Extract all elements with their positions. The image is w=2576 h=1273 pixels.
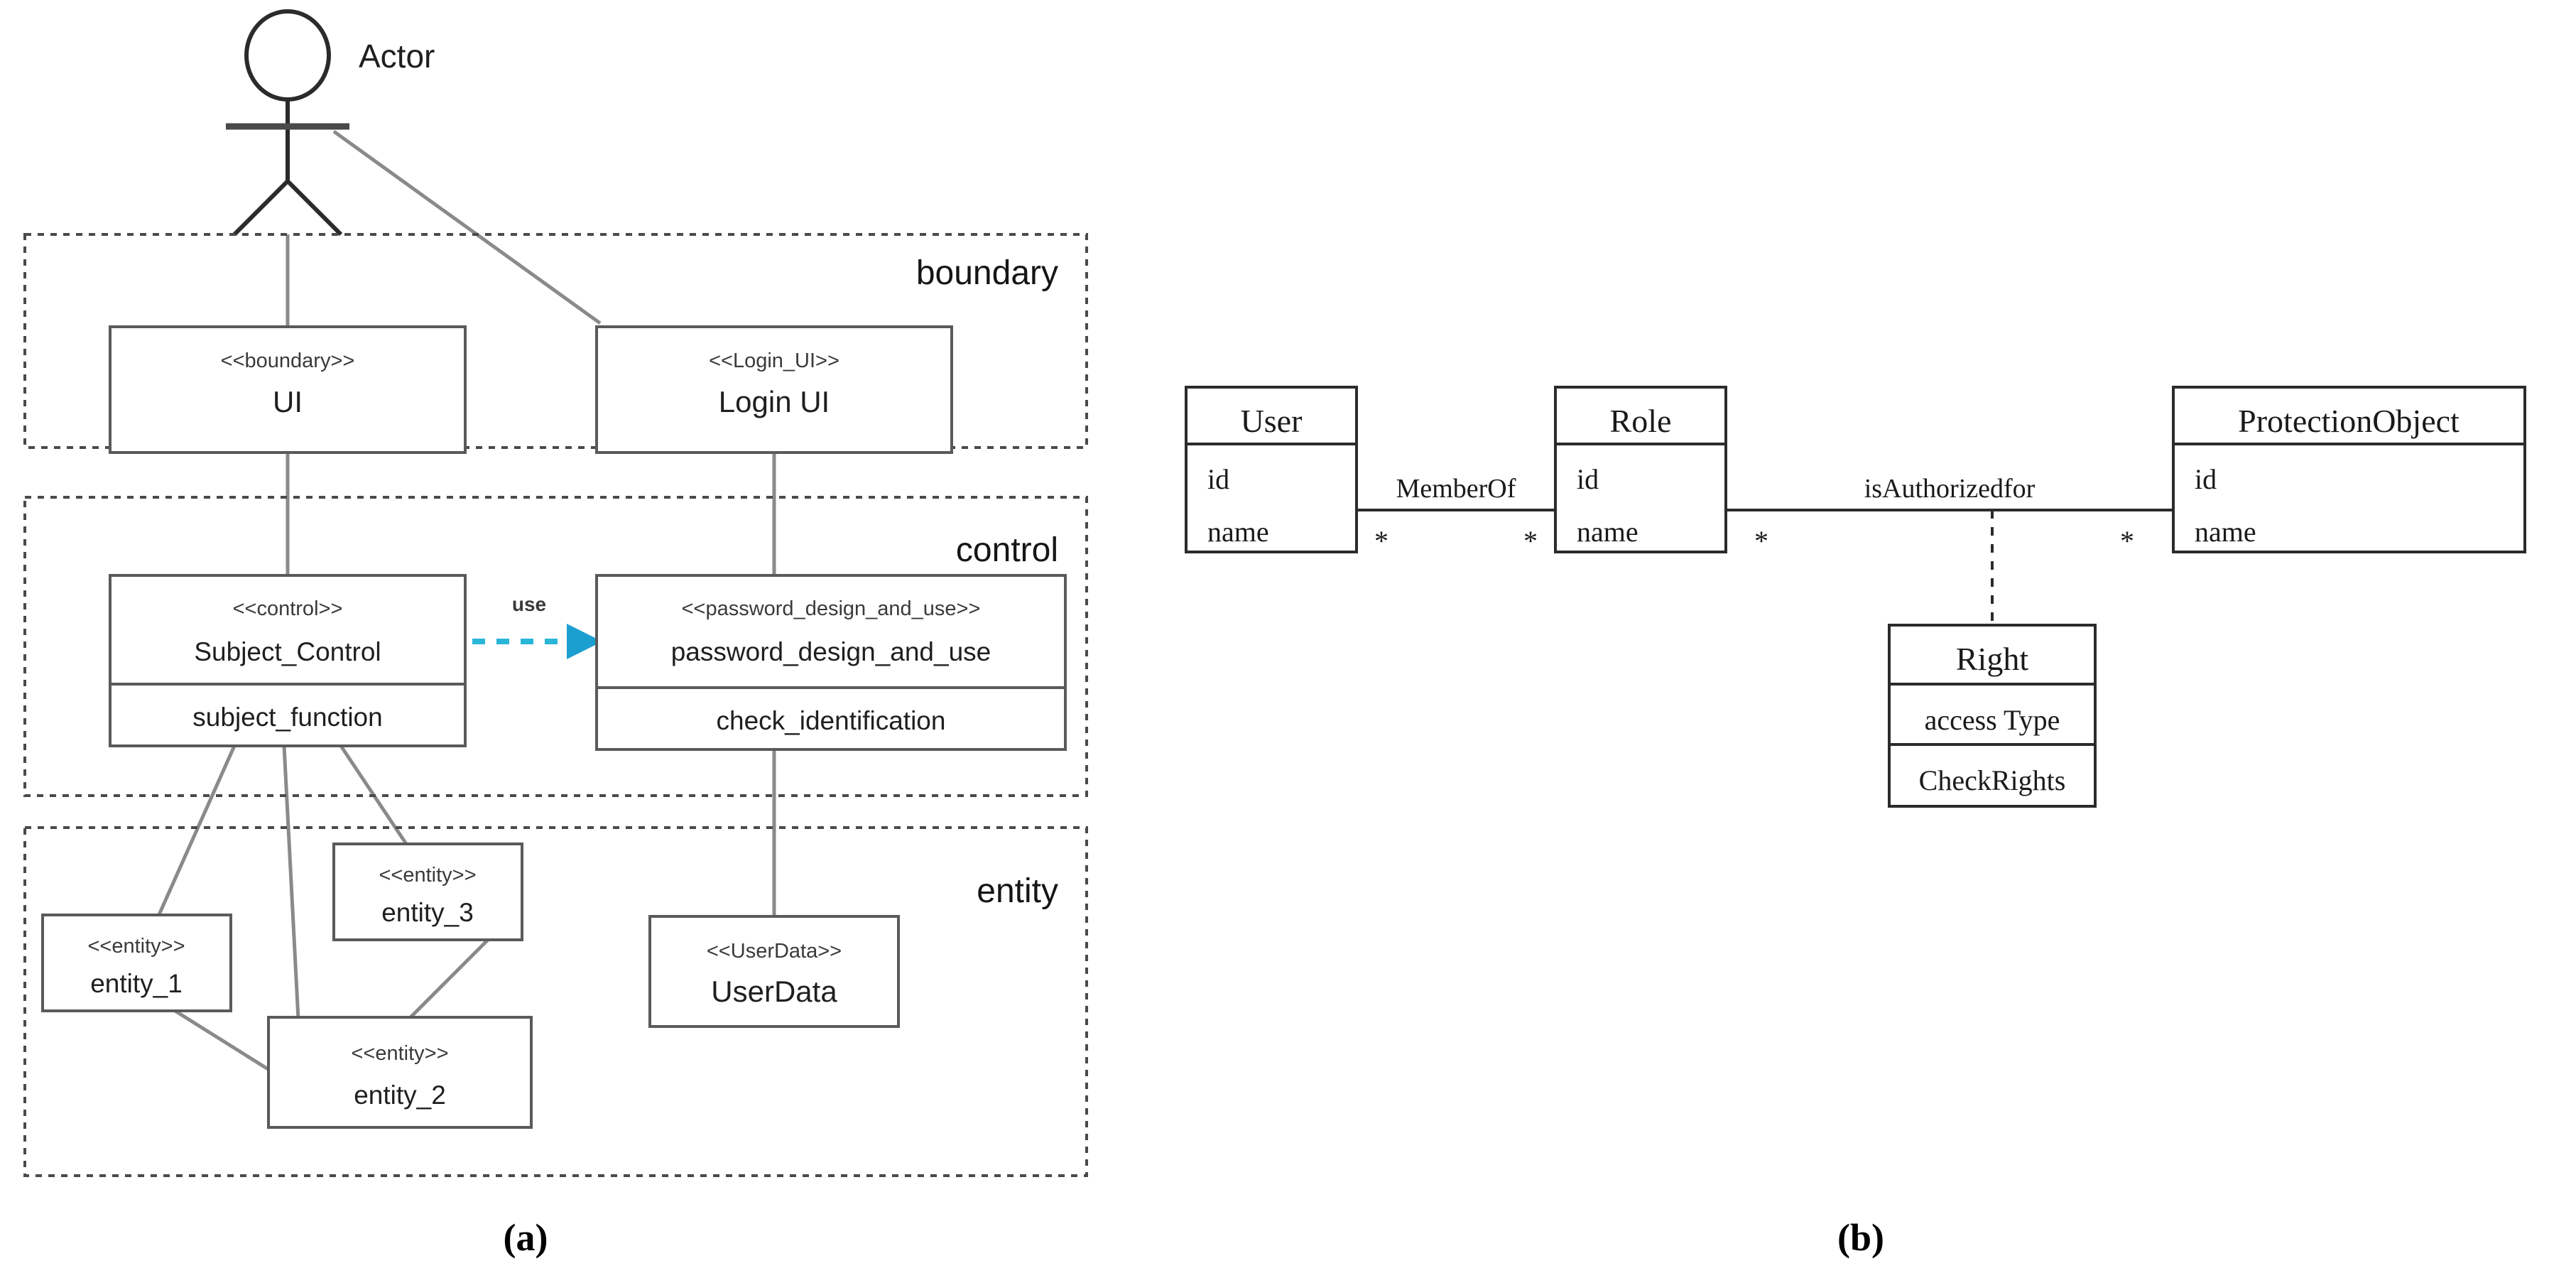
actor-leg-right-icon bbox=[286, 179, 343, 237]
class-right[interactable]: Right access Type CheckRights bbox=[1888, 624, 2097, 808]
class-user-attribute-0: id bbox=[1207, 463, 1229, 495]
class-user-data-frame bbox=[648, 915, 900, 1028]
actor-figure[interactable]: Actor bbox=[226, 9, 435, 237]
class-user-data-name: UserData bbox=[711, 975, 837, 1008]
package-control[interactable]: control bbox=[23, 496, 1088, 797]
class-role-attribute-0: id bbox=[1577, 463, 1599, 495]
class-protection-object-attribute-1: name bbox=[2195, 516, 2256, 548]
class-ui-frame bbox=[109, 325, 467, 454]
class-password-design-and-use[interactable]: <<password_design_and_use>> password_des… bbox=[595, 574, 1067, 751]
class-ui[interactable]: <<boundary>> UI bbox=[109, 325, 467, 454]
class-login-ui[interactable]: <<Login_UI>> Login UI bbox=[595, 325, 953, 454]
class-ui-stereotype: <<boundary>> bbox=[221, 350, 355, 372]
class-entity-2[interactable]: <<entity>> entity_2 bbox=[267, 1016, 533, 1129]
assoc-memberof-mult-from: * bbox=[1374, 525, 1388, 557]
class-password-design-and-use-stereotype: <<password_design_and_use>> bbox=[682, 597, 981, 620]
class-entity-1[interactable]: <<entity>> entity_1 bbox=[41, 914, 232, 1012]
actor-label: Actor bbox=[359, 38, 435, 75]
caption-a: (a) bbox=[504, 1216, 548, 1259]
assoc-memberof-mult-to: * bbox=[1523, 525, 1538, 557]
assoc-isauthorizedfor-mult-to: * bbox=[2120, 525, 2134, 557]
class-user-data-stereotype: <<UserData>> bbox=[707, 940, 842, 963]
class-entity-1-name: entity_1 bbox=[90, 969, 183, 998]
class-user-data[interactable]: <<UserData>> UserData bbox=[648, 915, 900, 1028]
package-boundary[interactable]: boundary bbox=[23, 233, 1088, 449]
link-entity3-entity2 bbox=[400, 936, 491, 1028]
package-boundary-label: boundary bbox=[916, 254, 1058, 292]
class-role-attribute-1: name bbox=[1577, 516, 1638, 548]
class-user-name: User bbox=[1241, 403, 1303, 439]
class-login-ui-stereotype: <<Login_UI>> bbox=[709, 350, 839, 372]
class-right-attribute-0: access Type bbox=[1925, 704, 2060, 736]
caption-b: (b) bbox=[1837, 1216, 1884, 1259]
actor-head-icon bbox=[244, 9, 331, 102]
class-user-attribute-1: name bbox=[1207, 516, 1269, 548]
class-entity-1-stereotype: <<entity>> bbox=[87, 935, 185, 958]
diagram-a: Actor boundary bbox=[23, 9, 1088, 1259]
package-control-label: control bbox=[956, 531, 1058, 569]
class-entity-3-name: entity_3 bbox=[381, 898, 474, 927]
class-entity-2-frame bbox=[267, 1016, 533, 1129]
dependency-use-arrowhead-icon bbox=[567, 624, 602, 659]
assoc-isauthorizedfor-label: isAuthorizedfor bbox=[1864, 474, 2036, 504]
class-user-frame bbox=[1185, 386, 1358, 553]
link-actor-loginui bbox=[332, 129, 602, 325]
class-entity-3-frame bbox=[332, 843, 523, 941]
class-user[interactable]: User id name bbox=[1185, 386, 1358, 553]
package-entity[interactable]: entity bbox=[23, 826, 1088, 1177]
class-role-frame bbox=[1554, 386, 1727, 553]
link-subject-entity1 bbox=[143, 744, 237, 946]
package-control-frame bbox=[23, 496, 1088, 797]
class-subject-control-stereotype: <<control>> bbox=[233, 597, 343, 620]
diagram-b: MemberOf * * isAuthorizedfor * * User id… bbox=[1185, 386, 2526, 1259]
class-protection-object-name: ProtectionObject bbox=[2238, 403, 2460, 439]
class-entity-3[interactable]: <<entity>> entity_3 bbox=[332, 843, 523, 941]
class-subject-control[interactable]: <<control>> Subject_Control subject_func… bbox=[109, 574, 467, 747]
class-subject-control-member-0: subject_function bbox=[192, 703, 382, 732]
class-subject-control-name: Subject_Control bbox=[194, 637, 381, 666]
dependency-use-label: use bbox=[512, 593, 546, 615]
class-ui-name: UI bbox=[273, 385, 303, 418]
class-entity-2-stereotype: <<entity>> bbox=[351, 1042, 448, 1065]
class-protection-object-attribute-0: id bbox=[2195, 463, 2217, 495]
class-right-operation-0: CheckRights bbox=[1919, 764, 2066, 796]
class-password-design-and-use-member-0: check_identification bbox=[717, 706, 946, 735]
class-right-name: Right bbox=[1956, 641, 2028, 677]
assoc-isauthorizedfor-mult-from: * bbox=[1754, 525, 1768, 557]
class-login-ui-name: Login UI bbox=[719, 385, 830, 418]
actor-leg-left-icon bbox=[232, 179, 290, 237]
class-role[interactable]: Role id name bbox=[1554, 386, 1727, 553]
class-password-design-and-use-name: password_design_and_use bbox=[671, 637, 991, 666]
link-subject-entity2 bbox=[282, 745, 300, 1020]
class-role-name: Role bbox=[1610, 403, 1672, 439]
class-entity-3-stereotype: <<entity>> bbox=[379, 864, 476, 887]
class-password-design-and-use-frame bbox=[595, 574, 1067, 751]
diagram-b-associations: MemberOf * * isAuthorizedfor * * bbox=[1357, 474, 2173, 625]
class-entity-2-name: entity_2 bbox=[354, 1080, 446, 1110]
class-login-ui-frame bbox=[595, 325, 953, 454]
assoc-memberof-label: MemberOf bbox=[1396, 474, 1516, 504]
package-entity-label: entity bbox=[977, 872, 1058, 910]
class-entity-1-frame bbox=[41, 914, 232, 1012]
class-right-frame bbox=[1888, 624, 2097, 808]
class-protection-object-frame bbox=[2172, 386, 2526, 553]
class-subject-control-frame bbox=[109, 574, 467, 747]
class-protection-object[interactable]: ProtectionObject id name bbox=[2172, 386, 2526, 553]
dependency-use[interactable]: use bbox=[472, 593, 602, 659]
package-boundary-frame bbox=[23, 233, 1088, 449]
